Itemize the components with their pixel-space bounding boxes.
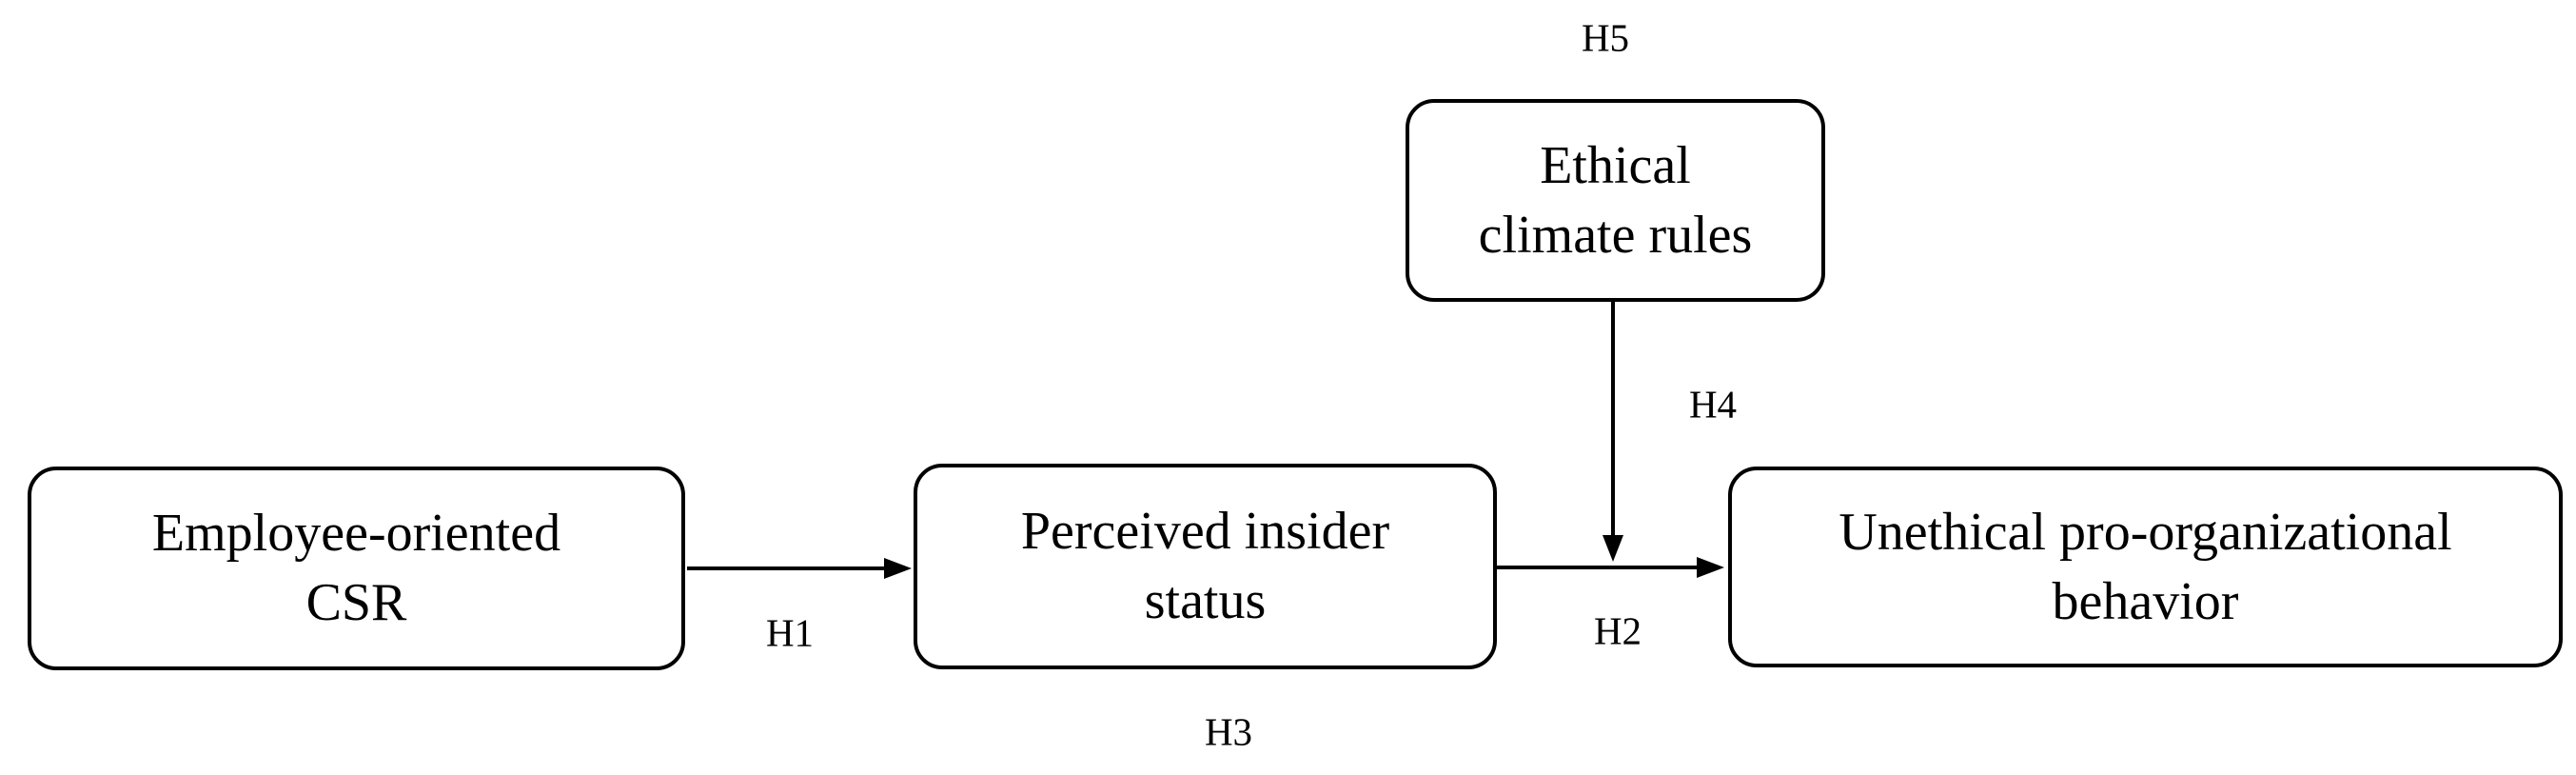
hypothesis-label-h5: H5 [1581,15,1630,60]
node-label-ethical-climate-rules: Ethical climate rules [1478,135,1753,265]
hypothesis-label-h4: H4 [1688,382,1738,427]
hypothesis-label-h2: H2 [1593,608,1642,653]
h2-arrowhead [1697,557,1724,578]
h4-arrowhead [1603,535,1623,562]
h1-arrowhead [884,558,912,579]
node-label-unethical-pro-organizational-behavior: Unethical pro-organizational behavior [1839,502,2452,631]
hypothesis-label-h3: H3 [1204,709,1253,754]
node-employee-oriented-csr: Employee-oriented CSR [28,467,685,670]
node-ethical-climate-rules: Ethical climate rules [1406,99,1825,302]
node-label-perceived-insider-status: Perceived insider status [1020,502,1390,630]
node-unethical-pro-organizational-behavior: Unethical pro-organizational behavior [1728,467,2563,667]
node-perceived-insider-status: Perceived insider status [914,464,1497,669]
hypothesis-label-h1: H1 [765,610,815,655]
node-label-employee-oriented-csr: Employee-oriented CSR [151,504,561,632]
